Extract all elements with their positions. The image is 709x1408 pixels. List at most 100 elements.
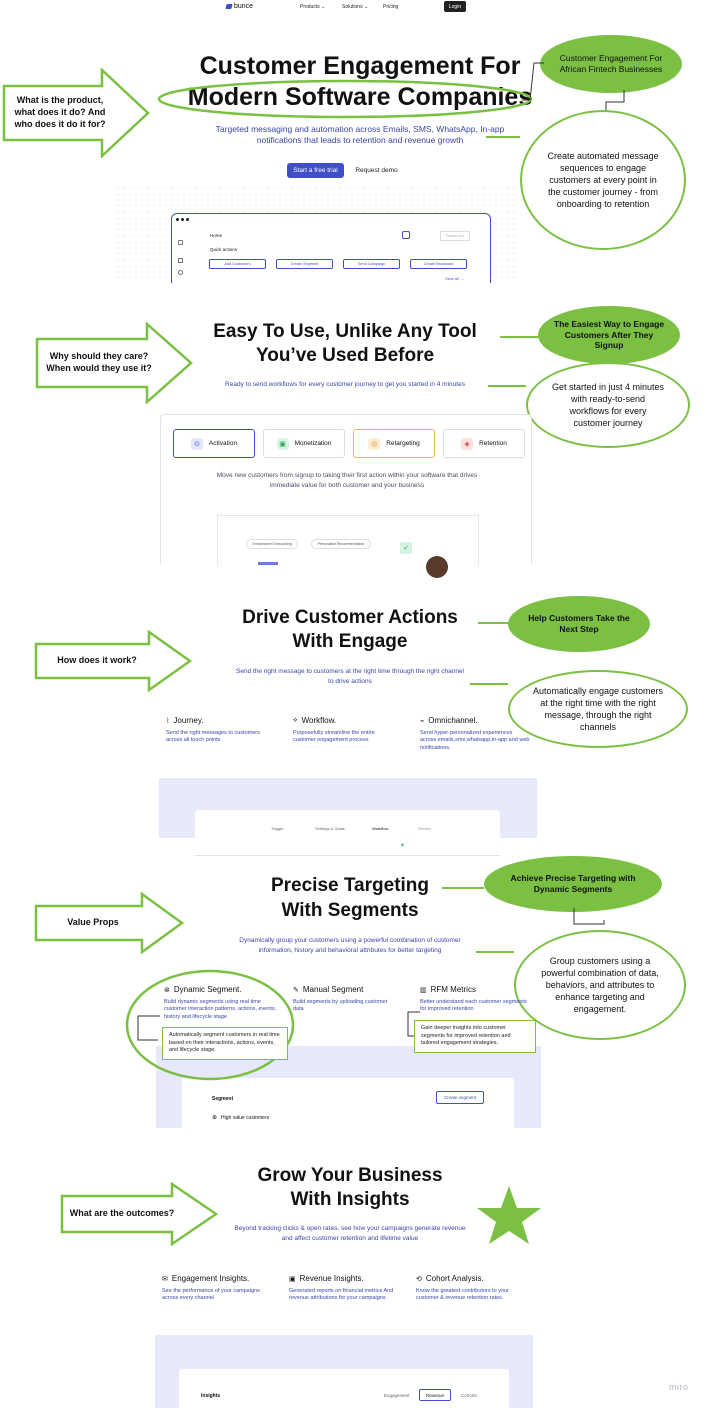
- quick-actions-label: Quick actions: [210, 247, 238, 252]
- star-icon: [477, 1186, 541, 1244]
- outline-bubble: Create automated message sequences to en…: [520, 110, 686, 250]
- workflow-card: ⊙ Activation ▣ Monetization ◎ Retargetin…: [160, 414, 532, 578]
- section2-title-2: You’ve Used Before: [255, 345, 435, 366]
- arrow-shape: [2, 68, 150, 158]
- arrow-label: What is the product, what does it do? An…: [14, 95, 106, 129]
- money-icon: ▣: [289, 1275, 296, 1283]
- connector-line: [500, 336, 540, 338]
- watermark: miro: [669, 1382, 689, 1392]
- feature-journey: ⌇Journey. Send the right messages to cus…: [166, 716, 260, 744]
- arrow-label: How does it work?: [57, 655, 137, 666]
- hero-subtitle-2: notifications that leads to retention an…: [256, 135, 464, 145]
- outline-bubble: Get started in just 4 minutes with ready…: [526, 362, 690, 448]
- target-icon: ◎: [368, 437, 381, 450]
- segment-panel-title: Segment: [212, 1096, 234, 1102]
- workflow-chip[interactable]: Omnichannel Onboarding: [246, 539, 298, 549]
- step-review[interactable]: Review: [418, 826, 432, 831]
- arrow-label: What are the outcomes?: [69, 1208, 175, 1219]
- home-icon[interactable]: [178, 240, 183, 245]
- clock-icon[interactable]: [178, 270, 183, 275]
- segment-row[interactable]: ⊕ High value customers: [212, 1114, 270, 1122]
- section3-subtitle-1: Send the right message to customers at t…: [236, 668, 464, 675]
- tab-cohorts[interactable]: Cohorts: [461, 1393, 477, 1398]
- connector: [573, 908, 605, 925]
- mail-icon: ✉: [162, 1275, 168, 1283]
- section2-subtitle: Ready to send workflows for every custom…: [225, 381, 465, 388]
- tab-monetization[interactable]: ▣ Monetization: [263, 429, 345, 458]
- tab-retargeting[interactable]: ◎ Retargeting: [353, 429, 435, 458]
- logo-icon: [225, 4, 233, 9]
- section5-title-2: With Insights: [290, 1189, 410, 1210]
- green-bubble: Help Customers Take the Next Step: [508, 596, 650, 652]
- pen-icon: ✎: [293, 986, 299, 994]
- highlight-ellipse: [125, 969, 295, 1081]
- outline-bubble: Group customers using a powerful combina…: [514, 930, 686, 1040]
- step-trigger[interactable]: Trigger: [271, 826, 284, 831]
- search-field[interactable]: Search text: [440, 231, 470, 241]
- indicator-bar: [258, 562, 278, 565]
- connector: [605, 90, 625, 114]
- feature-workflow: ⟡Workflow. Purposefully streamline the e…: [293, 716, 375, 744]
- nav-item-pricing[interactable]: Pricing: [383, 4, 399, 10]
- workflow-chip[interactable]: Personalise Recommendation: [311, 539, 371, 549]
- toggle-icon: ⊙: [190, 437, 203, 450]
- view-all-link[interactable]: View all →: [445, 276, 464, 281]
- feature-dynamic-segment: ⊛Dynamic Segment. Build dynamic segments…: [164, 985, 277, 1020]
- step-settings[interactable]: Settings & Goals: [315, 826, 345, 831]
- insights-panel: Insights Engagement Revenue Cohorts: [155, 1335, 533, 1408]
- quick-action-send-campaign[interactable]: Send Campaign: [343, 259, 400, 269]
- section4-title-2: With Segments: [281, 900, 419, 921]
- omnichannel-icon: ⌁: [420, 717, 425, 725]
- workflow-icon: ⟡: [293, 716, 298, 724]
- nav-item-solutions[interactable]: Solutions ⌄: [342, 4, 369, 10]
- tab-description-1: Move new customers from signup to taking…: [216, 472, 478, 479]
- arrow-shape: [34, 630, 193, 692]
- journey-icon: ⌇: [166, 717, 170, 725]
- tab-activation[interactable]: ⊙ Activation: [173, 429, 255, 458]
- start-trial-button[interactable]: Start a free trial: [287, 163, 344, 178]
- lock-icon[interactable]: [178, 258, 183, 263]
- green-bubble: Achieve Precise Targeting with Dynamic S…: [484, 856, 662, 912]
- quick-action-add-customers[interactable]: Add Customers: [209, 259, 266, 269]
- insights-card: Insights Engagement Revenue Cohorts: [179, 1369, 509, 1408]
- section3-title-2: With Engage: [292, 631, 408, 652]
- hero-title-line1: Customer Engagement For: [199, 52, 521, 80]
- highlight-ellipse: [157, 79, 533, 119]
- green-bubble: The Easiest Way to Engage Customers Afte…: [538, 306, 680, 364]
- request-demo-button[interactable]: Request demo: [349, 163, 404, 178]
- user-icon: ⊕: [212, 1115, 218, 1121]
- outline-bubble: Automatically engage customers at the ri…: [508, 670, 688, 748]
- connector-line: [486, 136, 520, 138]
- nav-item-products[interactable]: Products ⌄: [300, 4, 326, 10]
- logo[interactable]: bunce: [225, 3, 253, 10]
- dynamic-segment-note: Automatically segment customers in real …: [162, 1027, 288, 1061]
- top-nav: bunce Products ⌄ Solutions ⌄ Pricing Log…: [222, 0, 467, 14]
- quick-action-create-broadcast[interactable]: Create Broadcast: [410, 259, 467, 269]
- connector: [522, 62, 544, 101]
- connector: [137, 1015, 160, 1041]
- step-workflow[interactable]: Workflow: [372, 826, 389, 831]
- login-button[interactable]: Login: [444, 1, 466, 12]
- connector-line: [476, 951, 514, 953]
- tab-revenue[interactable]: Revenue: [419, 1389, 451, 1401]
- section5-title-1: Grow Your Business: [257, 1165, 443, 1186]
- tab-retention[interactable]: ◈ Retention: [443, 429, 525, 458]
- feature-engagement-insights: ✉Engagement Insights. See the performanc…: [162, 1274, 260, 1302]
- quick-action-create-segment[interactable]: Create Segment: [276, 259, 333, 269]
- hero-subtitle-1: Targeted messaging and automation across…: [215, 124, 505, 134]
- connector-line: [488, 385, 526, 387]
- magnet-icon: ◈: [461, 437, 474, 450]
- tab-engagement[interactable]: Engagement: [384, 1393, 410, 1398]
- feature-revenue-insights: ▣Revenue Insights. Generated reports on …: [289, 1274, 394, 1302]
- connector-line: [470, 683, 508, 685]
- rfm-note: Gain deeper insights into customer segme…: [414, 1020, 536, 1054]
- segment-card: Segment Create segment ⊕ High value cust…: [182, 1078, 514, 1128]
- square-icon[interactable]: [402, 231, 410, 239]
- arrow-label: Why should they care? When would they us…: [46, 351, 152, 373]
- create-segment-button[interactable]: Create segment: [436, 1091, 484, 1104]
- dashboard-preview: Home Quick actions Search text Add Custo…: [171, 213, 491, 283]
- arrow-shape: [60, 1182, 219, 1246]
- feature-manual-segment: ✎Manual Segment Build segments by upload…: [293, 985, 388, 1013]
- window-dots: [176, 218, 189, 221]
- segment-panel: Segment Create segment ⊕ High value cust…: [156, 1046, 541, 1128]
